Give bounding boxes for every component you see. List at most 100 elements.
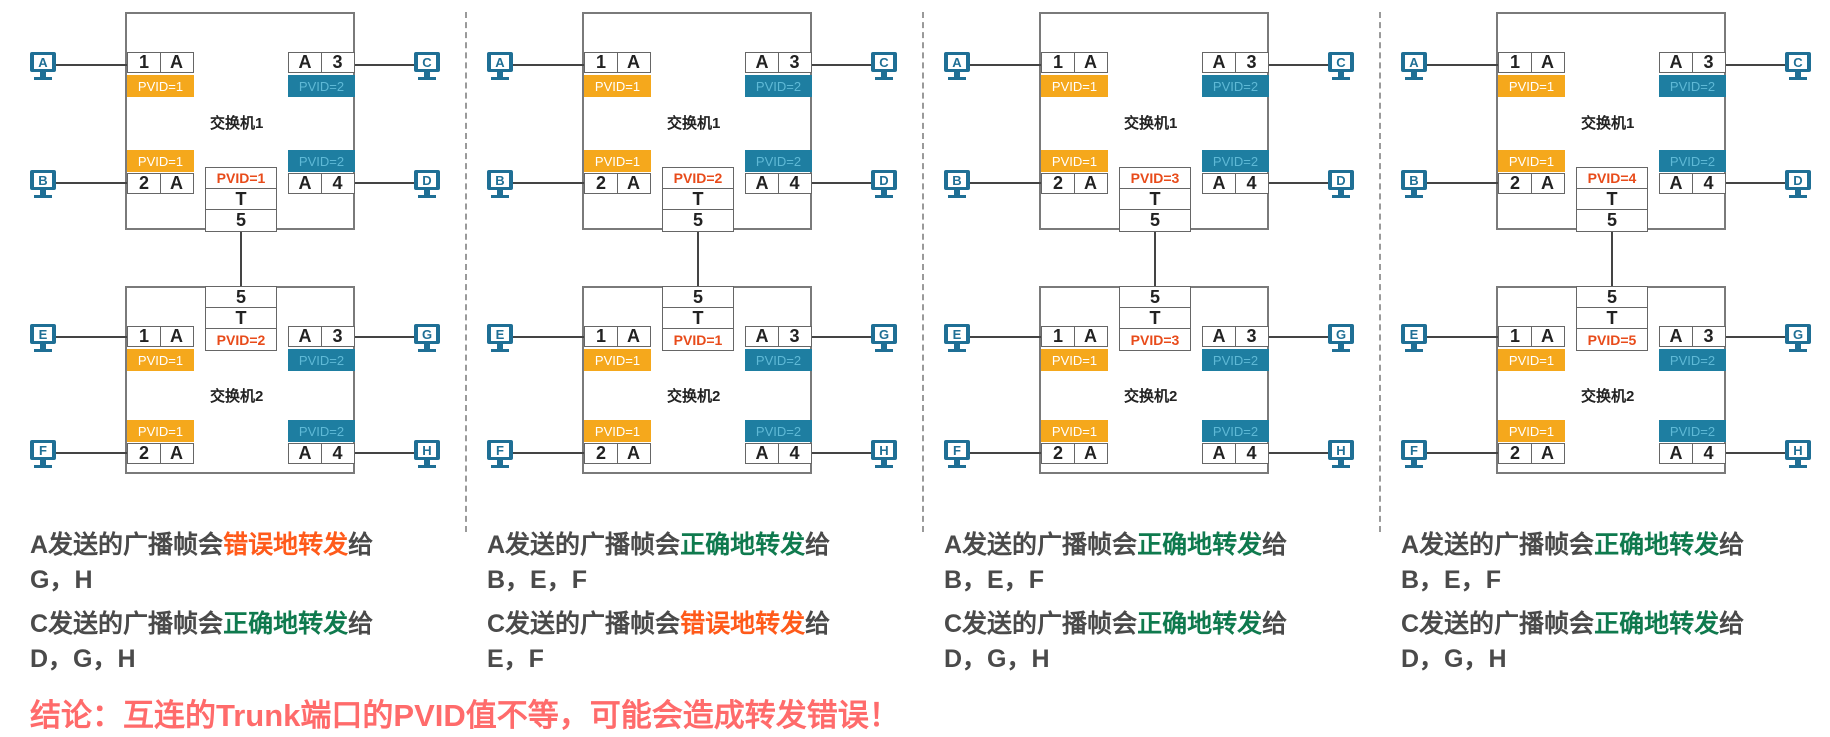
- host-f: F: [1401, 440, 1427, 470]
- sw1-port-4-pvid: PVID=2: [288, 150, 355, 172]
- computer-monitor-icon: F: [944, 440, 970, 460]
- host-h: H: [1328, 440, 1354, 470]
- host-d: D: [1785, 170, 1811, 200]
- result-a-hosts: B，E，F: [487, 566, 588, 594]
- host-b: B: [30, 170, 56, 200]
- sw2-port-1-pvid: PVID=1: [1041, 349, 1108, 371]
- sw1-port-2-pvid: PVID=1: [127, 150, 194, 172]
- result-a-line: A发送的广播帧会正确地转发给: [487, 531, 831, 559]
- computer-monitor-icon: E: [487, 324, 513, 344]
- result-c-hosts: E，F: [487, 645, 544, 673]
- host-e: E: [30, 324, 56, 354]
- result-a-line: A发送的广播帧会正确地转发给: [944, 531, 1288, 559]
- sw2-port-3-pvid: PVID=2: [1202, 349, 1269, 371]
- sw2-trunk-port-5: 5 T PVID=1: [662, 286, 734, 351]
- computer-monitor-icon: F: [487, 440, 513, 460]
- computer-monitor-icon: C: [1328, 52, 1354, 72]
- sw1-port-2-pvid: PVID=1: [1041, 150, 1108, 172]
- panel-separator: [1379, 12, 1381, 532]
- sw1-trunk-port-5: PVID=3 T 5: [1119, 167, 1191, 232]
- host-g: G: [871, 324, 897, 354]
- host-h: H: [414, 440, 440, 470]
- host-h: H: [1785, 440, 1811, 470]
- sw1-trunk-pvid: PVID=4: [1577, 168, 1647, 189]
- sw2-port-1-pvid: PVID=1: [1498, 349, 1565, 371]
- host-a: A: [30, 52, 56, 82]
- computer-monitor-icon: G: [1785, 324, 1811, 344]
- result-a-hosts: B，E，F: [1401, 566, 1502, 594]
- sw2-trunk-pvid: PVID=5: [1587, 331, 1637, 348]
- sw1-port-1-pvid: PVID=1: [127, 75, 194, 97]
- result-c-line: C发送的广播帧会正确地转发给: [30, 610, 374, 638]
- sw2-port-4-pvid: PVID=2: [1659, 420, 1726, 442]
- sw2-trunk-pvid: PVID=2: [216, 331, 266, 348]
- sw1-trunk-port-5: PVID=1 T 5: [205, 167, 277, 232]
- computer-monitor-icon: C: [414, 52, 440, 72]
- sw1-port-2-pvid: PVID=1: [1498, 150, 1565, 172]
- switch-1-label: 交换机1: [1581, 115, 1635, 132]
- computer-monitor-icon: A: [30, 52, 56, 72]
- sw2-port-4-pvid: PVID=2: [1202, 420, 1269, 442]
- host-f: F: [30, 440, 56, 470]
- sw2-port-3-pvid: PVID=2: [288, 349, 355, 371]
- result-c-line: C发送的广播帧会正确地转发给: [1401, 610, 1745, 638]
- computer-monitor-icon: A: [1401, 52, 1427, 72]
- computer-monitor-icon: F: [30, 440, 56, 460]
- sw2-port-3-pvid: PVID=2: [745, 349, 812, 371]
- panel-separator: [465, 12, 467, 532]
- sw1-port-2-pvid: PVID=1: [584, 150, 651, 172]
- host-h: H: [871, 440, 897, 470]
- computer-monitor-icon: H: [871, 440, 897, 460]
- sw1-trunk-pvid: PVID=1: [206, 168, 276, 189]
- host-b: B: [944, 170, 970, 200]
- result-c-hosts: D，G，H: [944, 645, 1050, 673]
- computer-monitor-icon: D: [1785, 170, 1811, 190]
- computer-monitor-icon: F: [1401, 440, 1427, 460]
- computer-monitor-icon: G: [871, 324, 897, 344]
- host-f: F: [487, 440, 513, 470]
- host-c: C: [414, 52, 440, 82]
- host-a: A: [944, 52, 970, 82]
- host-g: G: [1785, 324, 1811, 354]
- sw2-port-2-pvid: PVID=1: [584, 420, 651, 442]
- sw1-trunk-port-5: PVID=2 T 5: [662, 167, 734, 232]
- sw2-port-2-pvid: PVID=1: [1498, 420, 1565, 442]
- trunk-link: [1611, 230, 1613, 286]
- result-c-line: C发送的广播帧会错误地转发给: [487, 610, 831, 638]
- computer-monitor-icon: E: [30, 324, 56, 344]
- sw1-port-4-pvid: PVID=2: [745, 150, 812, 172]
- sw1-port-1-pvid: PVID=1: [1498, 75, 1565, 97]
- sw1-trunk-pvid: PVID=3: [1120, 168, 1190, 189]
- sw2-trunk-port-5: 5 T PVID=2: [205, 286, 277, 351]
- computer-monitor-icon: E: [1401, 324, 1427, 344]
- computer-monitor-icon: G: [1328, 324, 1354, 344]
- trunk-link: [697, 230, 699, 286]
- host-g: G: [414, 324, 440, 354]
- sw1-port-3-pvid: PVID=2: [288, 75, 355, 97]
- host-c: C: [871, 52, 897, 82]
- computer-monitor-icon: H: [1785, 440, 1811, 460]
- host-e: E: [487, 324, 513, 354]
- switch-1-label: 交换机1: [667, 115, 721, 132]
- host-d: D: [1328, 170, 1354, 200]
- sw2-trunk-port-5: 5 T PVID=5: [1576, 286, 1648, 351]
- computer-monitor-icon: D: [414, 170, 440, 190]
